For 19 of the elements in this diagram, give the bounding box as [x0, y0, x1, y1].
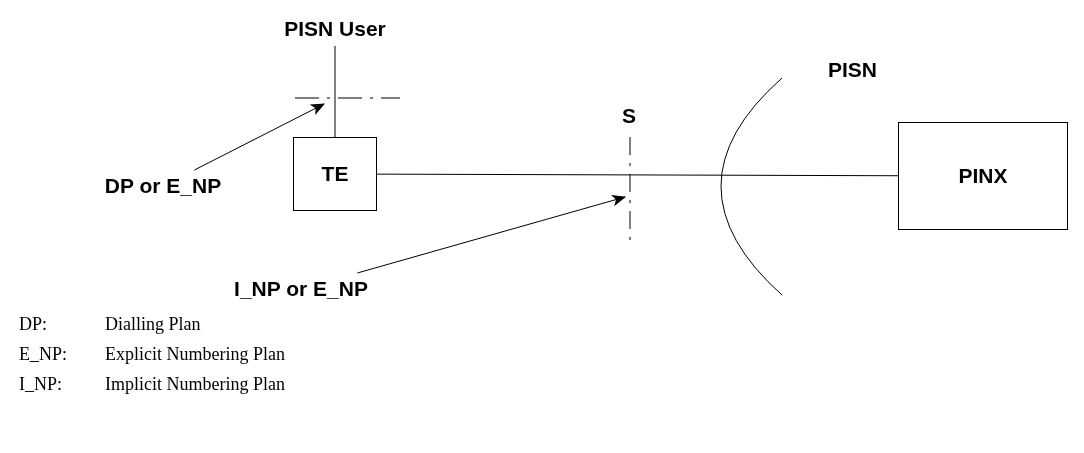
glossary-term: I_NP: [19, 374, 62, 395]
node-label: TE [321, 162, 349, 186]
exchange-box [898, 122, 1068, 230]
reference-point-label: S [622, 104, 636, 128]
node-label: PINX [958, 164, 1008, 188]
glossary-definition: Dialling Plan [105, 314, 201, 335]
terminal-box [293, 137, 377, 211]
glossary-term: DP: [19, 314, 47, 335]
glossary-definition: Explicit Numbering Plan [105, 344, 285, 365]
leader-arrow [356, 194, 627, 274]
leader-arrow [193, 103, 326, 171]
glossary-term: E_NP: [19, 344, 67, 365]
node-label: PISN User [284, 17, 386, 41]
connection-line [376, 173, 899, 177]
connection-line [334, 45, 336, 138]
leader-text: I_NP or E_NP [234, 277, 368, 301]
leader-text: DP or E_NP [104, 174, 222, 198]
glossary-definition: Implicit Numbering Plan [105, 374, 285, 395]
network-label: PISN [828, 58, 877, 82]
